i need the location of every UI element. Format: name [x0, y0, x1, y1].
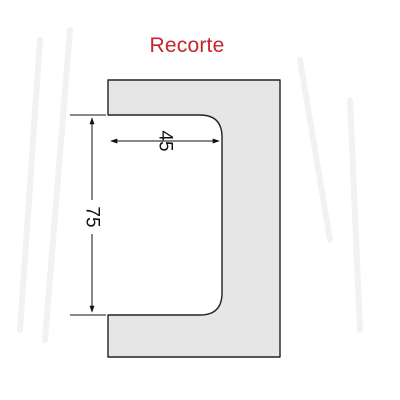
- height-dimension-label: 75: [82, 206, 103, 227]
- depth-dimension-label: 45: [155, 130, 176, 151]
- diagram-title: Recorte: [149, 34, 225, 57]
- profile-shape: [107, 79, 281, 358]
